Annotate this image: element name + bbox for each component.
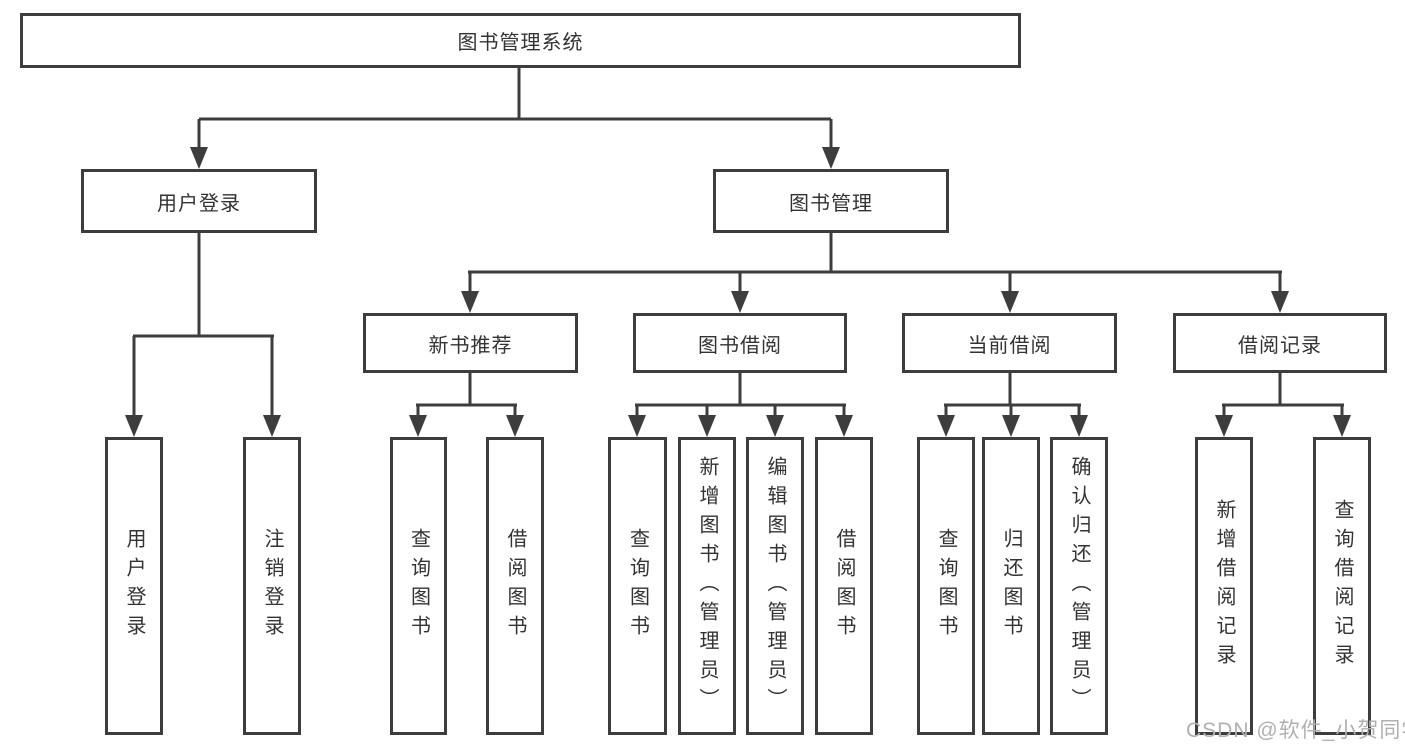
watermark: CSDN @软件_小贺同学 [1186,719,1405,742]
leaf-records-query-record-label: 查询借阅记录 [1331,499,1353,673]
leaf-current-query-books-label: 查询图书 [935,528,957,644]
connector-book-management [468,231,1282,296]
leaf-newbook-borrow-books-label: 借阅图书 [504,528,526,644]
node-book-borrowing: 图书借阅 [633,313,847,373]
connector-book-borrowing [635,371,846,420]
leaf-borrow-borrow-books-label: 借阅图书 [833,528,855,644]
connector-borrowing-records [1222,371,1344,420]
leaf-user-login-label: 用户登录 [123,528,145,644]
leaf-borrow-query-books: 查询图书 [608,437,667,735]
leaf-records-add-record: 新增借阅记录 [1195,437,1253,735]
node-book-management: 图书管理 [713,169,949,233]
leaf-user-login: 用户登录 [105,437,163,735]
leaf-newbook-query-books: 查询图书 [390,437,447,735]
leaf-current-return-books: 归还图书 [982,437,1040,735]
leaf-newbook-borrow-books: 借阅图书 [486,437,544,735]
leaf-current-confirm-return-admin: 确认归还（管理员） [1050,437,1108,735]
leaf-borrow-add-book-admin-label: 新增图书（管理员） [696,455,718,717]
leaf-borrow-edit-book-admin-label: 编辑图书（管理员） [764,455,786,717]
node-library-management-system: 图书管理系统 [20,13,1021,68]
leaf-logout-label: 注销登录 [261,528,283,644]
connector-new-book [416,371,517,420]
node-new-book-recommendation: 新书推荐 [363,313,578,373]
leaf-borrow-query-books-label: 查询图书 [626,528,649,644]
leaf-newbook-query-books-label: 查询图书 [407,528,430,644]
node-user-login-group: 用户登录 [81,169,317,233]
leaf-borrow-edit-book-admin: 编辑图书（管理员） [746,437,804,735]
connector-root [197,66,833,153]
leaf-current-query-books: 查询图书 [917,437,975,735]
leaf-current-confirm-return-admin-label: 确认归还（管理员） [1068,455,1090,717]
leaf-logout: 注销登录 [243,437,301,735]
leaf-records-add-record-label: 新增借阅记录 [1213,499,1235,673]
arrowheads [125,147,1351,437]
leaf-records-query-record: 查询借阅记录 [1313,437,1371,735]
node-borrowing-records: 借阅记录 [1173,313,1387,373]
connector-user-login [132,231,274,420]
leaf-current-return-books-label: 归还图书 [1000,528,1022,644]
leaf-borrow-add-book-admin: 新增图书（管理员） [678,437,736,735]
node-current-borrowing: 当前借阅 [902,313,1117,373]
leaf-borrow-borrow-books: 借阅图书 [815,437,873,735]
connector-current-borrowing [944,371,1081,420]
